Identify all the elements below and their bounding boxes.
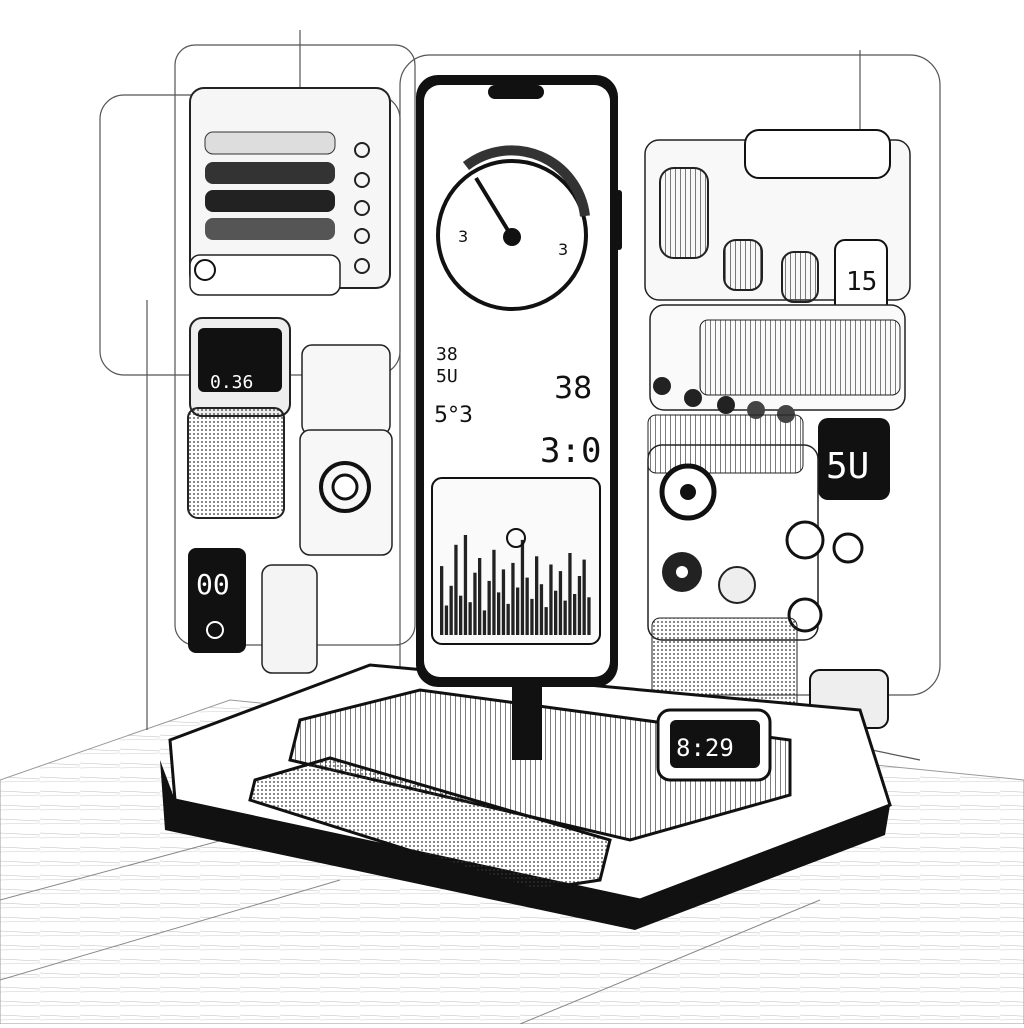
left-display-widget: 0.36 — [189, 317, 291, 417]
chart-bar — [454, 544, 458, 635]
badge-value: 15 — [846, 267, 877, 297]
knob-icon[interactable] — [653, 377, 671, 395]
chart-bar — [449, 585, 453, 635]
chart-bar — [544, 607, 548, 635]
charging-dock: 8:29 — [160, 663, 892, 930]
phone-notch — [488, 85, 544, 99]
left-timer-widget: 00 — [188, 548, 246, 653]
volume-button[interactable] — [616, 190, 622, 250]
chart-bar — [554, 590, 558, 635]
control-card — [301, 344, 391, 436]
chart-bar — [473, 572, 477, 635]
right-big-display: 5U — [818, 418, 890, 500]
phone-readout-left: 38 — [436, 344, 458, 365]
chart-bar — [530, 598, 534, 635]
chart-bar — [511, 562, 515, 635]
chart-bar — [440, 566, 444, 635]
speaker-icon — [787, 597, 823, 633]
chart-bar — [501, 569, 506, 635]
knob-row — [653, 377, 795, 423]
phone-readout-glyph: 5°3 — [434, 403, 473, 428]
chart-bar — [482, 610, 487, 635]
chart-bar — [573, 594, 577, 635]
watch-icon — [785, 520, 825, 560]
right-device-panel: 15 — [644, 129, 911, 319]
gauge-needle — [474, 176, 514, 239]
cylinder-icon — [723, 239, 763, 291]
chart-bar — [577, 576, 582, 635]
dial-tick-right: 3 — [558, 240, 568, 259]
sun-icon — [506, 528, 526, 548]
chart-bar — [563, 600, 567, 635]
list-item[interactable] — [205, 162, 335, 184]
slider-bar[interactable] — [744, 129, 891, 179]
list-item[interactable] — [205, 190, 335, 212]
chart-bar — [558, 571, 563, 635]
keypad-panel[interactable] — [261, 564, 318, 674]
chart-bar — [478, 558, 482, 635]
cylinder-icon — [781, 251, 819, 303]
chart-bar — [506, 603, 510, 635]
dock-clock-readout: 8:29 — [676, 734, 734, 762]
toggle-icon[interactable] — [354, 258, 370, 274]
chart-bar — [463, 535, 468, 635]
list-item[interactable] — [204, 131, 336, 155]
watch-icon — [832, 532, 864, 564]
toggle-icon[interactable] — [354, 172, 370, 188]
chart-bar — [444, 605, 449, 635]
toggle-icon[interactable] — [354, 200, 370, 216]
chart-bar — [497, 592, 501, 635]
chart-bar — [459, 595, 463, 635]
phone-readout-time: 3:0 — [540, 431, 601, 471]
cylinder-icon — [659, 167, 709, 259]
chart-bar — [525, 577, 529, 635]
big-display-value: 5U — [826, 446, 869, 487]
chart-bar — [549, 564, 553, 635]
chart-bar — [587, 597, 591, 635]
chart-bar — [582, 559, 586, 635]
toggle-icon[interactable] — [354, 228, 370, 244]
chart-bar — [468, 602, 472, 635]
chart-bar — [568, 553, 572, 635]
toggle-icon[interactable] — [354, 142, 370, 158]
dial-tick-left: 3 — [458, 227, 468, 246]
speaker-icon — [718, 566, 756, 604]
chart-bar — [492, 549, 496, 635]
knob-icon[interactable] — [717, 396, 735, 414]
chart-bar — [539, 584, 544, 635]
timer-knob-icon[interactable] — [206, 621, 224, 639]
chart-bar — [535, 556, 539, 635]
chart-bar — [516, 587, 520, 635]
chart-bar — [487, 580, 491, 635]
rotary-dial-icon[interactable] — [319, 461, 371, 513]
speaker-grille — [187, 407, 285, 519]
vent-strip — [647, 414, 804, 474]
timer-digits: 00 — [196, 568, 230, 601]
phone-readout-left2: 5U — [436, 366, 458, 387]
knob-icon[interactable] — [684, 389, 702, 407]
chart-bar — [520, 539, 525, 635]
settings-list-panel — [189, 87, 391, 296]
list-item[interactable] — [205, 218, 335, 240]
phone-readout-right: 38 — [554, 371, 592, 406]
wifi-icon — [194, 259, 216, 281]
chart-bars — [440, 535, 591, 635]
smartphone: 3 3 38 5U 38 5°3 3:0 — [416, 75, 622, 687]
left-display-readout: 0.36 — [210, 372, 253, 393]
